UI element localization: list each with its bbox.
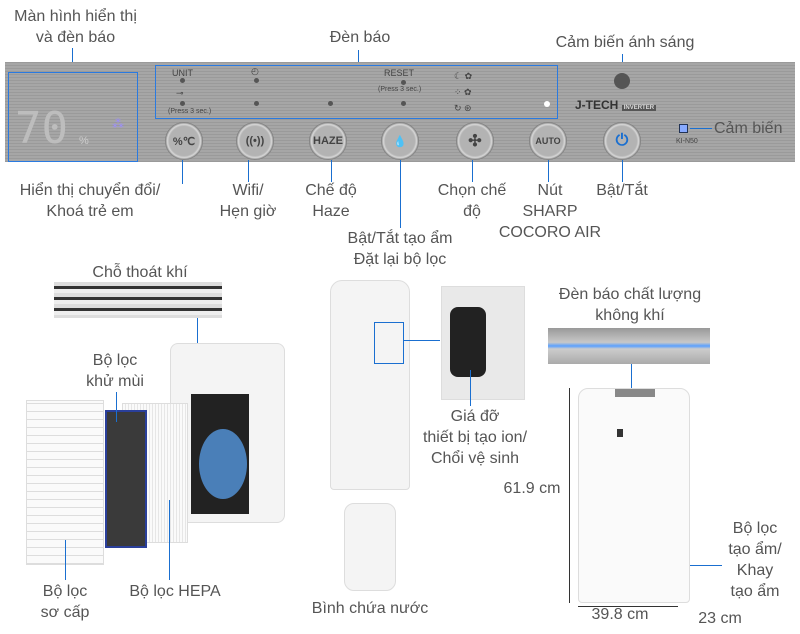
height-label: 61.9 cm (503, 480, 561, 497)
display-toggle-label: Hiển thị chuyển đổi/Khoá trẻ em (5, 180, 175, 222)
label-line: thiết bị tạo ion/ (422, 429, 528, 446)
label-line: Giá đỡ (450, 408, 500, 425)
label-line: Màn hình hiển thị (14, 8, 137, 25)
mode-button[interactable]: ✣ (456, 122, 494, 160)
mode-label: Chọn chế độ (422, 180, 522, 222)
deodorize-filter-image (105, 410, 147, 548)
indicator-box: UNIT ⊸ (Press 3 sec.) ◴ RESET (Press 3 s… (155, 65, 558, 119)
label-line: Bật/Tắt tạo ẩm (347, 230, 453, 247)
label-line: Đèn báo chất lượng (558, 286, 702, 303)
press-text: (Press 3 sec.) (168, 108, 212, 115)
label-line: Chổi vệ sinh (430, 450, 520, 467)
label-line: khử mùi (86, 373, 144, 390)
display-label: Màn hình hiển thị và đèn báo (8, 6, 143, 48)
label-line: Đặt lại bộ lọc (353, 251, 447, 268)
label-line: COCORO AIR (498, 224, 602, 241)
brand-logo: J-TECH INVERTER (575, 98, 657, 112)
label-line: Haze (312, 203, 350, 220)
water-tank-image (344, 503, 396, 591)
label-line: Wifi/ (232, 182, 264, 199)
purifier-front-image (578, 388, 690, 603)
power-button[interactable]: ⏻ (603, 122, 641, 160)
humidifier-unit-image (330, 280, 410, 490)
display-box: 70 % ⁂ (8, 72, 138, 162)
tank-slot (374, 322, 404, 364)
label-line: độ (463, 203, 481, 220)
model-text: KI-N50 (676, 138, 698, 145)
sensor-label: Cảm biến (714, 120, 783, 137)
label-line: Bộ lọc (42, 583, 88, 600)
label-line: Khay (736, 562, 774, 579)
prefilter-label: Bộ lọc sơ cấp (25, 581, 105, 623)
label-line: Bộ lọc (732, 520, 778, 537)
sensor-icon (679, 124, 688, 133)
air-quality-strip (548, 328, 710, 364)
outlet-label: Chỗ thoát khí (92, 264, 188, 281)
ion-holder-image (441, 286, 525, 400)
label-line: tạo ẩm (730, 583, 780, 600)
label-line: Nút (537, 182, 563, 199)
auto-button[interactable]: AUTO (529, 122, 567, 160)
label-line: sơ cấp (40, 604, 90, 621)
brand-badge: INVERTER (621, 105, 657, 111)
label-line: Hẹn giờ (219, 203, 277, 220)
label-line: tạo ẩm/ (728, 541, 782, 558)
label-line: Chế độ (305, 182, 357, 199)
reset-text: RESET (384, 68, 415, 78)
label-line: Khoá trẻ em (46, 203, 134, 220)
label-line: không khí (595, 307, 665, 324)
air-outlet-image (54, 282, 222, 318)
depth-label: 23 cm (698, 610, 742, 627)
hepa-label: Bộ lọc HEPA (129, 583, 221, 600)
display-unit: % (79, 135, 89, 147)
label-line: Bộ lọc (92, 352, 138, 369)
press-text: (Press 3 sec.) (378, 86, 422, 93)
purifier-back-image (170, 343, 285, 523)
label-line: SHARP (522, 203, 578, 220)
ion-holder-label: Giá đỡ thiết bị tạo ion/Chổi vệ sinh (405, 406, 545, 469)
haze-label: Chế độ Haze (291, 180, 371, 222)
wifi-label: Wifi/Hẹn giờ (208, 180, 288, 222)
clock-icon: ◴ (251, 66, 259, 76)
humidify-label: Bật/Tắt tạo ẩm Đặt lại bộ lọc (330, 228, 470, 270)
unit-text: UNIT (172, 68, 193, 78)
grape-icon: ⁂ (112, 117, 124, 131)
light-sensor-label: Cảm biến ánh sáng (555, 34, 695, 51)
brand-text: J-TECH (575, 98, 619, 112)
humidify-button[interactable]: 💧 (381, 122, 419, 160)
label-line: và đèn báo (35, 29, 116, 46)
display-toggle-button[interactable]: %℃ (165, 122, 203, 160)
prefilter-image (26, 400, 104, 565)
label-line: Hiển thị chuyển đổi/ (19, 182, 161, 199)
mode-icons: ☾ ✿⁘ ✿↻ ⊛ (454, 71, 473, 113)
key-icon: ⊸ (176, 88, 184, 98)
label-line: Chọn chế (437, 182, 507, 199)
air-quality-label: Đèn báo chất lượng không khí (545, 284, 715, 326)
wifi-button[interactable]: ((•)) (236, 122, 274, 160)
width-label: 39.8 cm (591, 606, 649, 623)
light-sensor-icon (614, 73, 630, 89)
water-tank-label: Bình chứa nước (311, 600, 429, 617)
haze-button[interactable]: HAZE (309, 122, 347, 160)
deodorize-label: Bộ lọc khử mùi (75, 350, 155, 392)
display-value: 70 (15, 103, 68, 154)
power-label: Bật/Tắt (596, 182, 648, 199)
indicator-label: Đèn báo (329, 29, 391, 46)
humid-filter-label: Bộ lọc tạo ẩm/Khay tạo ẩm (715, 518, 795, 602)
